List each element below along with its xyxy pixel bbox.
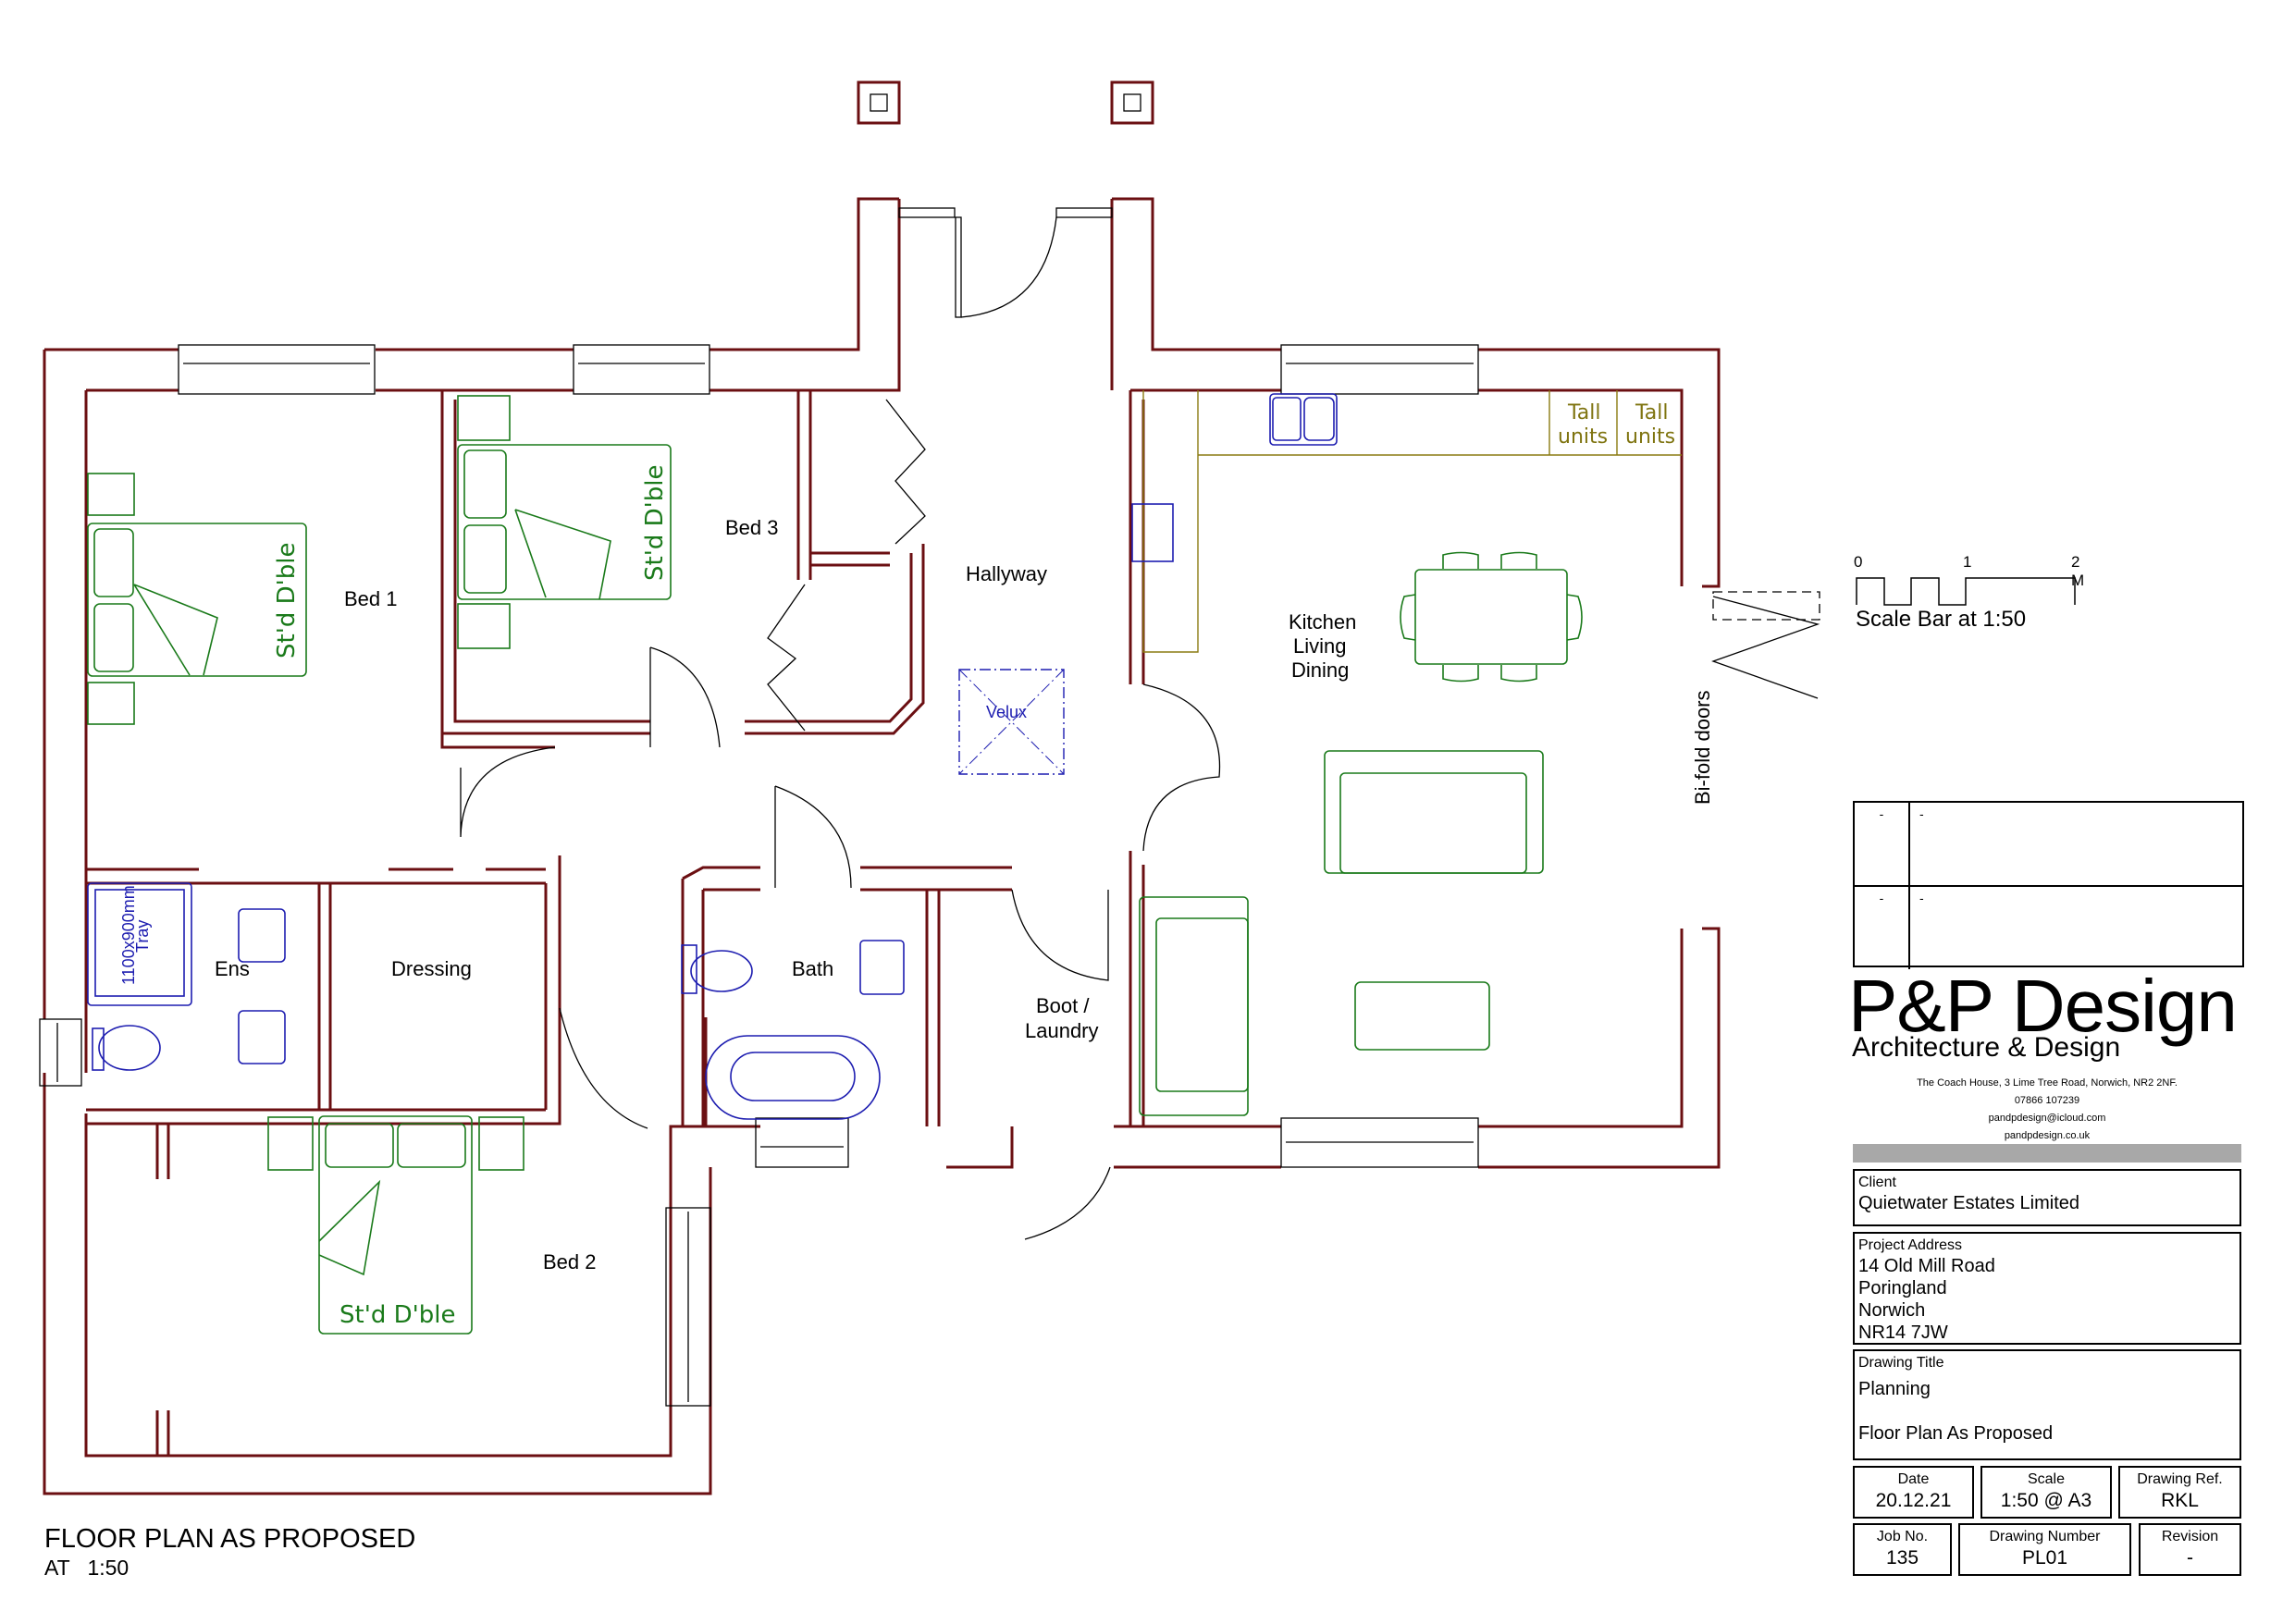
scale-tick-0: 0 xyxy=(1854,553,1863,571)
room-label-bed-2: Bed 2 xyxy=(543,1250,597,1273)
revision-label: Revision xyxy=(2161,1529,2219,1544)
revision-description: - xyxy=(1919,806,1924,821)
floor-plan-drawing: Bed 1 Bed 3 Hallyway Ens Dressing Bath B… xyxy=(39,80,1820,1495)
drawing-ref-cell: Drawing Ref. RKL xyxy=(2118,1466,2241,1519)
room-label-boot-laundry: Boot / xyxy=(1036,994,1090,1017)
room-label-hallway: Hallyway xyxy=(966,562,1047,585)
scale-label: Scale xyxy=(2027,1471,2066,1487)
room-label-kitchen: Kitchen xyxy=(1289,610,1356,634)
ensuite-sanitary xyxy=(87,882,286,1071)
drawing-title-box: Drawing Title Planning Floor Plan As Pro… xyxy=(1853,1349,2241,1460)
date-cell: Date 20.12.21 xyxy=(1853,1466,1974,1519)
company-email: pandpdesign@icloud.com xyxy=(1988,1113,2106,1124)
bed-3 xyxy=(457,395,672,649)
drawing-ref-label: Drawing Ref. xyxy=(2137,1471,2223,1487)
drawing-title-line-2: Floor Plan As Proposed xyxy=(1858,1423,2054,1444)
shower-tray-label-2: Tray xyxy=(133,920,152,953)
room-label-bed-1: Bed 1 xyxy=(344,587,398,610)
address-line: Poringland xyxy=(1858,1278,1947,1298)
revision-row: - - xyxy=(1855,885,2242,969)
company-contact: The Coach House, 3 Lime Tree Road, Norwi… xyxy=(1853,1075,2241,1145)
internal-doors xyxy=(460,399,1221,1240)
address-line: Norwich xyxy=(1858,1300,1926,1321)
client-box: Client Quietwater Estates Limited xyxy=(1853,1169,2241,1226)
job-number-value: 135 xyxy=(1885,1547,1919,1569)
project-address-box: Project Address 14 Old Mill Road Poringl… xyxy=(1853,1232,2241,1345)
date-value: 20.12.21 xyxy=(1875,1490,1952,1511)
address-line: 14 Old Mill Road xyxy=(1858,1256,1995,1276)
revisions-table: - - - - xyxy=(1853,801,2244,969)
drawing-number-cell: Drawing Number PL01 xyxy=(1958,1523,2131,1576)
tall-units-label-1: Tall xyxy=(1567,401,1601,424)
dining-table xyxy=(1400,551,1583,683)
bed-2 xyxy=(267,1115,524,1335)
velux-skylight xyxy=(958,669,1065,775)
drawing-ref-value: RKL xyxy=(2161,1490,2199,1511)
bed-3-type-label: St'd D'ble xyxy=(641,464,669,581)
project-address-label: Project Address xyxy=(1858,1237,1963,1253)
drawing-number-value: PL01 xyxy=(2021,1547,2068,1569)
scale-tick-1: 1 xyxy=(1963,553,1972,571)
client-value: Quietwater Estates Limited xyxy=(1858,1193,2079,1213)
bed-2-type-label: St'd D'ble xyxy=(339,1301,456,1329)
kitchen-units xyxy=(1131,390,1682,653)
room-label-boot-laundry-2: Laundry xyxy=(1025,1019,1099,1042)
company-phone: 07866 107239 xyxy=(2014,1095,2080,1106)
internal-walls xyxy=(86,390,1145,1456)
scale-bar-graphic xyxy=(1856,577,2076,606)
company-website: pandpdesign.co.uk xyxy=(2004,1130,2091,1141)
job-number-cell: Job No. 135 xyxy=(1853,1523,1952,1576)
room-label-bed-3: Bed 3 xyxy=(725,516,779,539)
bathroom-sanitary xyxy=(681,940,905,1120)
revision-code: - xyxy=(1855,887,1910,969)
external-wall-outer xyxy=(43,197,1721,1495)
bed-1-type-label: St'd D'ble xyxy=(273,542,301,658)
drawing-title-label: Drawing Title xyxy=(1858,1355,1944,1371)
revision-row: - - xyxy=(1855,803,2242,885)
living-furniture xyxy=(1139,750,1544,1116)
plan-scale: AT 1:50 xyxy=(44,1556,130,1580)
title-block-divider xyxy=(1853,1144,2241,1163)
revision-code: - xyxy=(1855,803,1910,885)
velux-label: Velux xyxy=(986,703,1027,721)
room-label-bath: Bath xyxy=(792,957,833,980)
job-number-label: Job No. xyxy=(1876,1529,1929,1544)
revision-value: - xyxy=(2187,1547,2193,1569)
bifold-doors xyxy=(1711,591,1820,699)
company-tagline: Architecture & Design xyxy=(1852,1032,2121,1063)
revision-cell: Revision - xyxy=(2139,1523,2241,1576)
room-label-living: Living xyxy=(1293,634,1346,658)
company-address: The Coach House, 3 Lime Tree Road, Norwi… xyxy=(1917,1077,2178,1089)
bed-1 xyxy=(87,473,307,725)
client-label: Client xyxy=(1858,1175,1896,1190)
tall-units-label-2b: units xyxy=(1625,425,1675,449)
scale-bar: 0 1 2 M Scale Bar at 1:50 xyxy=(1854,553,2094,636)
plan-title: FLOOR PLAN AS PROPOSED xyxy=(44,1524,416,1554)
date-label: Date xyxy=(1897,1471,1930,1487)
external-wall-inner xyxy=(84,199,1684,1458)
room-label-ens: Ens xyxy=(215,957,250,980)
windows xyxy=(39,344,1479,1407)
scale-cell: Scale 1:50 @ A3 xyxy=(1980,1466,2112,1519)
tall-units-label-2: Tall xyxy=(1635,401,1669,424)
front-door xyxy=(898,207,1113,318)
address-line: NR14 7JW xyxy=(1858,1323,1948,1343)
company-name: P&P Design xyxy=(1848,965,2238,1047)
scale-value: 1:50 @ A3 xyxy=(2000,1490,2092,1511)
shower-tray-label: 1100x900mm xyxy=(119,885,138,985)
drawing-title-line-1: Planning xyxy=(1858,1379,1931,1399)
room-label-dining: Dining xyxy=(1291,658,1349,682)
tall-units-label-1b: units xyxy=(1558,425,1608,449)
scale-bar-caption: Scale Bar at 1:50 xyxy=(1856,607,2027,632)
room-label-dressing: Dressing xyxy=(391,957,472,980)
porch-posts xyxy=(857,80,1154,125)
drawing-number-label: Drawing Number xyxy=(1989,1529,2101,1544)
bifold-doors-label: Bi-fold doors xyxy=(1691,690,1714,805)
company-logo: P&P Design Architecture & Design xyxy=(1848,969,2255,1062)
revision-description: - xyxy=(1919,891,1924,905)
